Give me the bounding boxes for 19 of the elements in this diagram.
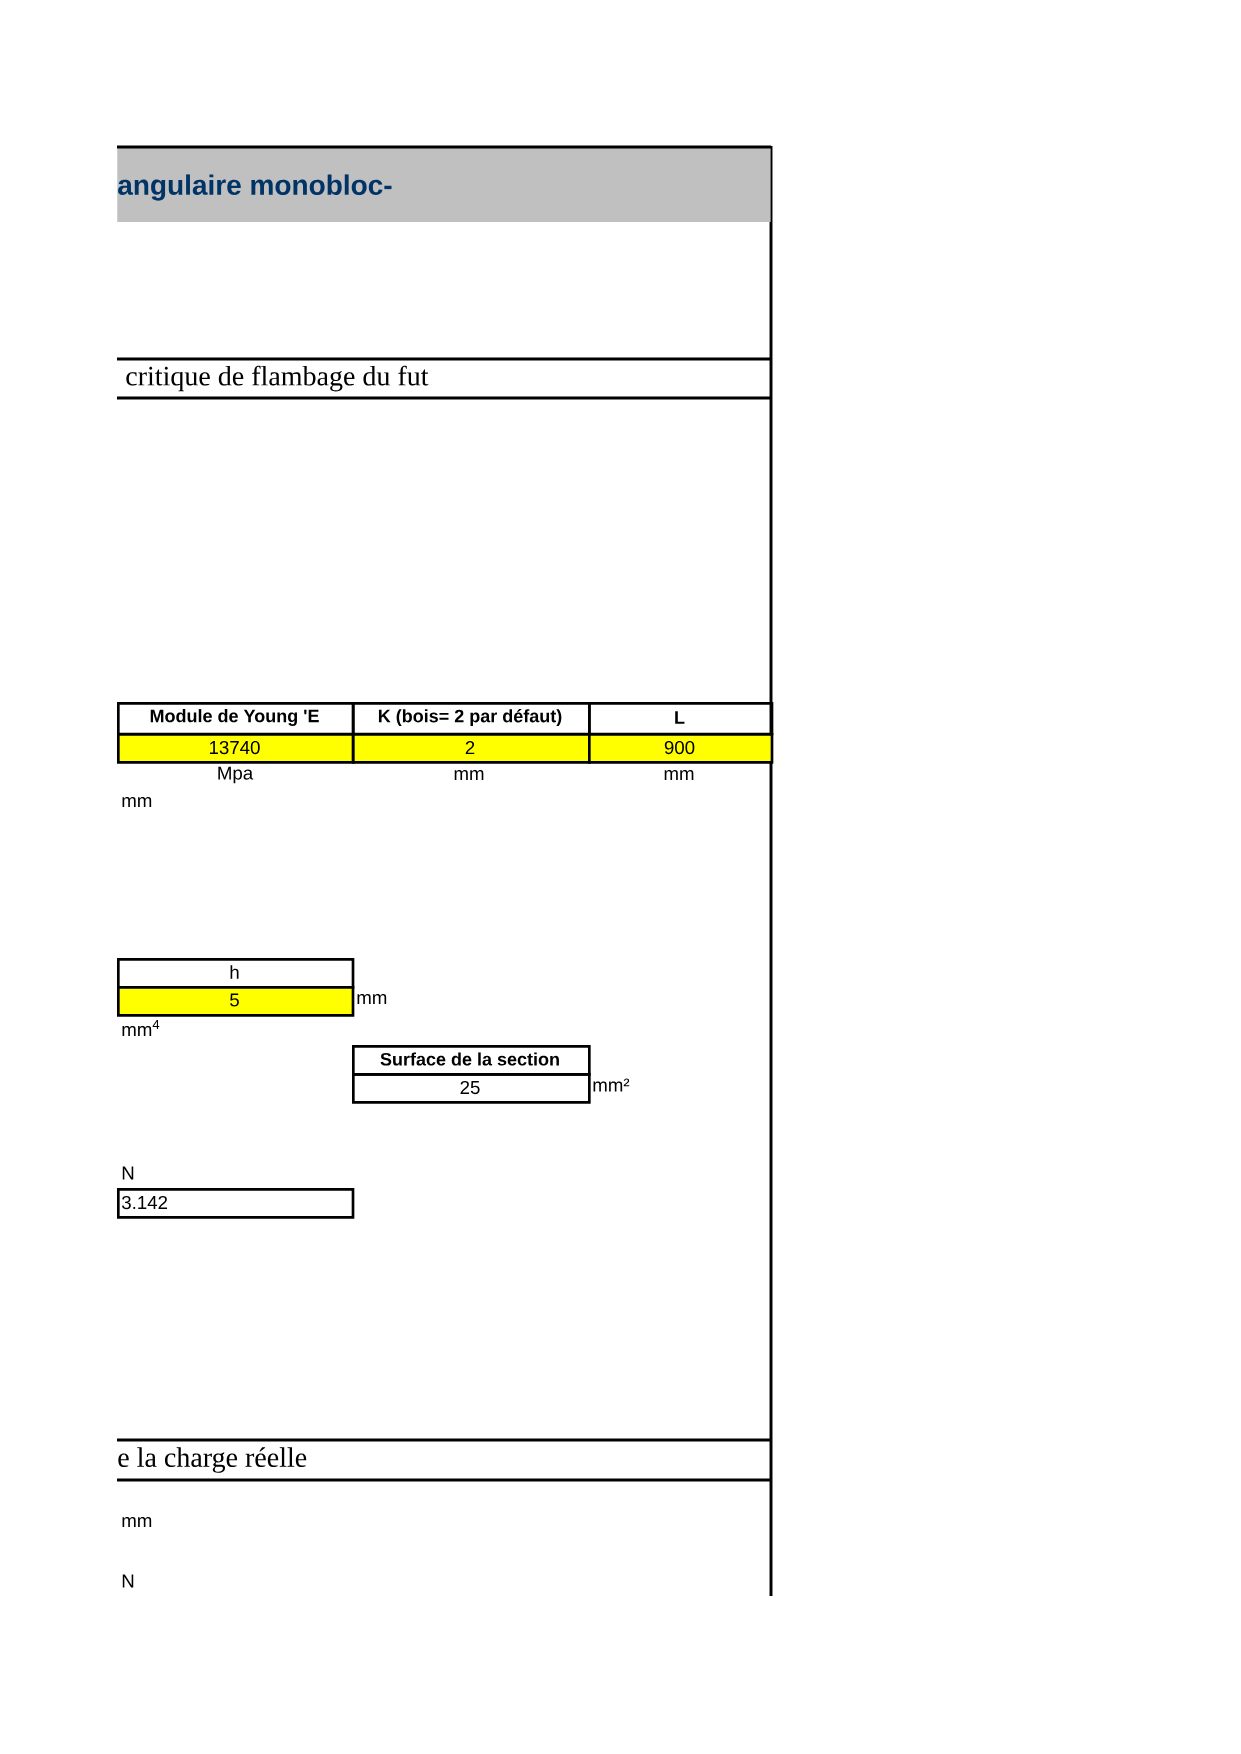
unit-label: mm² [593,1078,630,1092]
title-band: angulaire monobloc- [117,145,771,222]
section-heading: critique de flambage du fut [117,357,771,400]
input-cell: 900 [588,733,774,764]
value-cell: 3.142 [117,1188,355,1219]
unit-label: mm [357,994,387,1005]
input-cell: 13740 [117,733,355,764]
unit-label: mm [122,797,152,808]
input-cell: 5 [117,986,355,1017]
unit-label: mm$^{4}$ [122,1020,160,1036]
unit-label: N [122,1574,134,1588]
section-heading: e la charge réelle [117,1438,771,1482]
unit-label: Mpa [218,766,254,784]
unit-label: mm [664,770,694,781]
unit-label: mm [454,770,484,781]
unit-label: mm [122,1517,152,1528]
header-cell: Surface de la section [352,1045,591,1076]
input-cell: 2 [352,733,591,764]
value-cell: 25 [352,1073,591,1104]
